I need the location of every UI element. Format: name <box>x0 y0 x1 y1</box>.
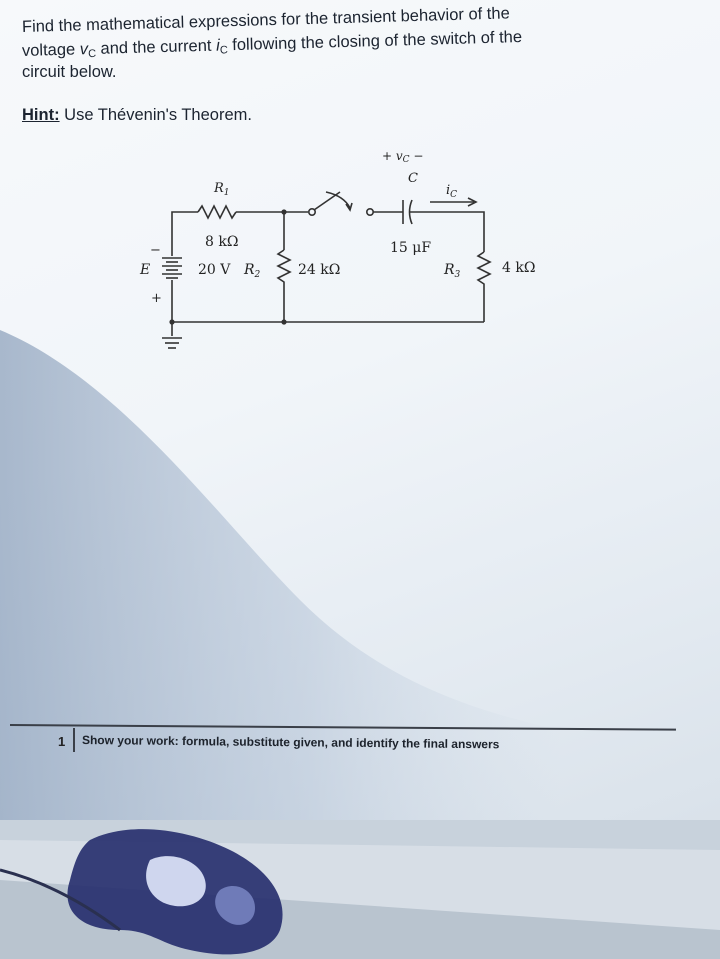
resistor-r2 <box>276 249 292 322</box>
battery-minus-sign: − <box>150 243 161 258</box>
vc-symbol: v <box>79 40 89 59</box>
wire-left-top <box>171 211 198 214</box>
footer-rule <box>9 724 676 731</box>
r2-name-label: R2 <box>243 262 261 280</box>
footer-instruction: Show your work: formula, substitute give… <box>81 733 500 752</box>
junction-battery-bottom <box>169 319 175 325</box>
r1-name-label: R1 <box>213 181 230 198</box>
question-number: 1 <box>58 734 66 749</box>
ic-arrow-head <box>467 197 478 207</box>
problem-text-2a: voltage <box>21 40 80 60</box>
vc-polarity-label: + vC − <box>382 149 423 165</box>
resistor-r1 <box>197 204 237 220</box>
circuit-diagram: + vC − C iC R1 8 kΩ 15 μF E 20 V R2 24 k… <box>139 149 535 349</box>
hint-label: Hint: <box>22 106 60 124</box>
r3-value-label: 4 kΩ <box>502 260 535 276</box>
battery-name-label: E <box>139 262 150 278</box>
r3-name-label: R3 <box>443 262 461 280</box>
switch-contact-left <box>307 208 316 217</box>
problem-text-2b: and the current <box>95 36 217 58</box>
r2-value-label: 24 kΩ <box>298 262 340 278</box>
problem-line-3: circuit below. <box>22 63 116 82</box>
junction-r2-top <box>281 209 287 215</box>
capacitor-value-label: 15 μF <box>390 240 431 256</box>
switch-contact-right <box>365 208 374 217</box>
hint-text: Use Thévenin's Theorem. <box>59 106 252 124</box>
resistor-r3 <box>476 251 492 322</box>
background-fabric <box>0 820 720 959</box>
junction-r2-bottom <box>281 319 287 325</box>
wire-cap-to-r3 <box>409 211 485 252</box>
switch-arrow <box>325 191 351 209</box>
switch-arrow-head <box>345 202 353 212</box>
problem-text-2c: following the closing of the switch of t… <box>227 28 523 55</box>
capacitor-name-label: C <box>408 171 418 186</box>
ic-label: iC <box>446 183 457 200</box>
battery-value-label: 20 V <box>198 262 231 278</box>
footer-divider <box>73 728 75 752</box>
hint-line: Hint: Use Thévenin's Theorem. <box>22 106 252 125</box>
r1-value-label: 8 kΩ <box>205 234 238 250</box>
problem-text-3: circuit below. <box>22 63 117 81</box>
battery-plus-sign: + <box>151 291 162 306</box>
